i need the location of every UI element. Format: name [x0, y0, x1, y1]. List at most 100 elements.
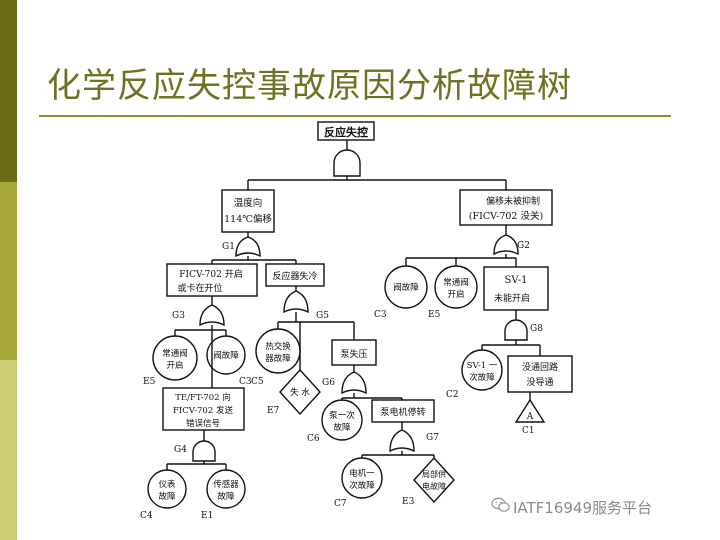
pump-motor-stop-box — [371, 399, 435, 423]
heat-exchanger-label-1: 热交换 — [265, 341, 291, 352]
valve-open-label-1: 常通阀 — [162, 348, 188, 359]
pump-primary-label-1: 泵一次 — [329, 410, 355, 421]
event-code-c2: C2 — [446, 390, 459, 400]
gate-label-g7: G7 — [426, 433, 439, 443]
watermark-text: IATF16949服务平台 — [513, 499, 653, 517]
pump-pressure-loss-box — [331, 339, 377, 366]
ficv-open-label-2: 或卡在开位 — [177, 282, 222, 294]
te-ft-label-3: 错误信号 — [186, 418, 220, 429]
title-rule — [39, 115, 671, 117]
transfer-triangle-a — [514, 398, 546, 423]
or-gate-g2 — [493, 234, 519, 256]
top-event-box — [317, 121, 375, 141]
basic-event-right-valve-open — [434, 265, 478, 309]
valve-fail-label: 阀故障 — [213, 350, 239, 361]
motor-primary-label-1: 电机一 — [349, 468, 375, 479]
decor-band-light — [0, 360, 17, 540]
bypass-route-label-2: 没导通 — [526, 377, 553, 388]
valve-open-label-2: 开启 — [166, 360, 183, 371]
basic-event-pump-primary — [321, 399, 363, 441]
right-valve-fail-label: 阀故障 — [393, 282, 419, 293]
undeveloped-event-water-loss — [279, 368, 321, 416]
or-gate-g3 — [199, 304, 225, 327]
event-code-c1: C1 — [522, 426, 535, 436]
te-ft-label-1: TE/FT-702 向 — [175, 392, 231, 403]
pump-pressure-loss-label: 泵失压 — [340, 348, 367, 360]
sv1-label-2: 未能开启 — [494, 292, 530, 304]
decor-band-mid — [0, 182, 17, 360]
sv1-fail-open-box — [483, 266, 549, 311]
wechat-icon — [491, 497, 510, 512]
top-event-label: 反应失控 — [324, 125, 368, 139]
event-code-c3-left: C3 — [239, 377, 252, 387]
gate-label-g8: G8 — [530, 324, 543, 334]
te-ft-label-2: FICV-702 发送 — [173, 405, 233, 416]
heat-exchanger-label-2: 器故障 — [265, 353, 291, 364]
event-code-e3: E3 — [402, 497, 415, 507]
basic-event-sensor — [206, 469, 246, 509]
decor-band-dark — [0, 0, 17, 182]
or-gate-g7 — [389, 429, 415, 453]
gate-label-g4: G4 — [174, 445, 187, 455]
or-gate-g1 — [235, 236, 261, 258]
event-code-e1: E1 — [201, 511, 213, 521]
ficv-open-label-1: FICV-702 开启 — [179, 268, 242, 280]
and-gate-g4 — [192, 440, 216, 462]
gate-label-g3: G3 — [172, 311, 185, 321]
gate-label-g1: G1 — [222, 242, 235, 252]
slide-title: 化学反应失控事故原因分析故障树 — [47, 66, 572, 106]
sv1-label-1: SV-1 — [505, 275, 528, 286]
pump-motor-stop-label: 泵电机停转 — [380, 406, 425, 418]
gate-label-g6: G6 — [322, 378, 335, 388]
bypass-route-box — [507, 355, 573, 393]
power-fault-label-1: 局部供 — [422, 469, 446, 479]
temp-deviation-label-1: 温度向 — [234, 197, 263, 209]
basic-event-instrument — [147, 469, 187, 509]
instrument-label-1: 仪表 — [158, 479, 176, 490]
deviation-unsuppressed-label-1: 偏移未被抑制 — [486, 195, 540, 207]
and-gate-g8 — [504, 319, 528, 341]
event-code-c3-right: C3 — [374, 310, 387, 320]
instrument-label-2: 故障 — [158, 491, 176, 502]
sensor-label-2: 故障 — [217, 491, 235, 502]
ficv-open-box — [166, 263, 258, 297]
gate-label-g5: G5 — [316, 311, 329, 321]
event-code-e7: E7 — [267, 406, 280, 416]
event-code-e5-right: E5 — [428, 310, 441, 320]
event-code-c4: C4 — [140, 511, 153, 521]
motor-primary-label-2: 次故障 — [349, 480, 375, 491]
bypass-route-label-1: 没通回路 — [522, 361, 558, 373]
sv1-primary-label-1: SV-1 一 — [467, 361, 498, 371]
or-gate-g6 — [341, 371, 367, 395]
event-code-c7: C7 — [334, 499, 347, 509]
connector-lines — [166, 140, 541, 470]
deviation-unsuppressed-box — [459, 189, 553, 226]
and-gate-top — [333, 149, 361, 177]
event-code-c6: C6 — [307, 434, 320, 444]
te-ft-signal-box — [162, 387, 245, 431]
temp-deviation-label-2: 114℃偏移 — [224, 213, 272, 225]
basic-event-right-valve-fail — [384, 265, 428, 309]
event-code-e5-left: E5 — [143, 377, 156, 387]
undeveloped-event-power-fault — [413, 456, 455, 504]
pump-primary-label-2: 故障 — [333, 422, 351, 433]
basic-event-heat-exchanger — [255, 328, 301, 374]
water-loss-label: 失 水 — [290, 387, 310, 398]
temp-deviation-box — [221, 189, 275, 233]
transfer-a-label: A — [526, 412, 534, 422]
or-gate-g5 — [283, 290, 309, 314]
basic-event-valve-fail — [206, 335, 246, 375]
basic-event-motor-primary — [341, 457, 383, 499]
event-code-c5: C5 — [251, 377, 264, 387]
basic-event-valve-open — [152, 335, 198, 381]
power-fault-label-2: 电故障 — [422, 481, 446, 491]
sv1-primary-label-2: 次故障 — [469, 372, 495, 383]
reactor-cooling-loss-box — [265, 263, 325, 287]
deviation-unsuppressed-label-2: (FICV-702 没关) — [469, 210, 543, 222]
gate-label-g2: G2 — [517, 241, 530, 251]
basic-event-sv1-primary — [461, 349, 503, 391]
right-valve-open-label-1: 常通阀 — [443, 277, 469, 288]
reactor-cooling-loss-label: 反应器失冷 — [272, 270, 317, 282]
sensor-label-1: 传感器 — [213, 479, 239, 490]
